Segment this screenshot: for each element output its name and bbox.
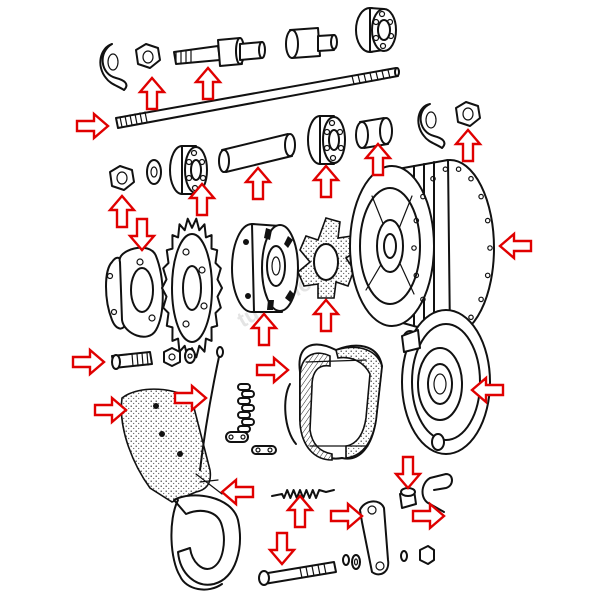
spoke-hole xyxy=(430,175,436,182)
brake-cable-rod xyxy=(199,346,224,471)
arrow-brake-plate xyxy=(470,375,505,405)
arrow-bearing-left xyxy=(187,182,217,217)
small-washer xyxy=(184,348,196,364)
arrow-brake-shoes xyxy=(255,355,290,385)
arrow-nut-left xyxy=(107,194,137,229)
spoke-hole xyxy=(413,217,420,224)
c-washer-top-left xyxy=(99,43,128,91)
arrow-cam-lever xyxy=(329,501,364,531)
chain-link xyxy=(237,397,251,405)
sprocket-carrier-plate xyxy=(105,246,164,338)
small-washers-bottom xyxy=(342,545,435,570)
spoke-hole xyxy=(420,296,426,303)
c-washer-right xyxy=(417,103,446,149)
sprocket-nut xyxy=(163,347,181,367)
arrow-cush-rubber xyxy=(311,298,341,333)
chain-guard xyxy=(120,388,241,591)
bearing-top-right xyxy=(355,7,397,53)
spoke-hole xyxy=(455,166,462,173)
spoke-hole xyxy=(420,193,426,200)
arrow-spacer-nut xyxy=(137,76,167,111)
arrow-sprocket xyxy=(127,217,157,252)
hex-nut-right xyxy=(455,101,481,127)
arrow-spacer-tube xyxy=(243,166,273,201)
spacer-top xyxy=(285,27,338,59)
arrow-long-axle xyxy=(75,111,110,141)
axle-bolt-top xyxy=(173,37,266,67)
arrow-brake-rod xyxy=(267,531,297,566)
callout-arrows xyxy=(71,66,533,566)
arrow-pin-clip xyxy=(411,501,446,531)
spoke-hole xyxy=(484,217,491,224)
spring-clip-pin xyxy=(421,473,453,513)
arrow-sprocket-bolt xyxy=(71,347,106,377)
arrow-cam-nut xyxy=(393,455,423,490)
spoke-hole xyxy=(413,272,420,279)
short-spacer xyxy=(355,117,393,149)
arrow-coupling xyxy=(249,312,279,347)
chain-master-link xyxy=(225,431,277,455)
chain-links xyxy=(237,383,255,433)
chain-link xyxy=(241,418,255,426)
chain-link xyxy=(237,383,251,391)
brake-backing-plate xyxy=(401,309,491,455)
arrow-spacer-washer xyxy=(363,142,393,177)
hub-shell xyxy=(349,159,495,337)
spoke-hole xyxy=(478,296,484,303)
spacer-tube xyxy=(218,133,296,173)
bearing-middle xyxy=(307,115,346,165)
arrow-chain-guard xyxy=(93,395,128,425)
drive-coupling xyxy=(231,223,299,313)
spoke-hole xyxy=(411,245,417,251)
hex-nut-left xyxy=(109,165,135,191)
brake-cam-lever xyxy=(359,500,390,576)
brake-shoes xyxy=(284,343,383,461)
hex-nut-top xyxy=(135,43,161,69)
chain-link xyxy=(241,404,255,412)
spoke-hole xyxy=(468,314,474,321)
chain-link xyxy=(237,411,251,419)
spoke-hole xyxy=(478,193,484,200)
sprocket-bolt xyxy=(111,351,153,370)
cam-bolt xyxy=(399,487,417,509)
brake-rod xyxy=(258,561,337,586)
washer-left xyxy=(146,159,162,185)
spoke-hole xyxy=(484,272,491,279)
arrow-chain xyxy=(173,383,208,413)
brake-return-spring xyxy=(271,489,335,499)
spoke-hole xyxy=(442,166,449,173)
spoke-hole xyxy=(468,175,474,182)
sprocket xyxy=(161,217,223,359)
arrow-hub-shell xyxy=(498,231,533,261)
arrow-axle-bolt xyxy=(193,66,223,101)
arrow-bearing-mid xyxy=(311,164,341,199)
spoke-hole xyxy=(487,245,493,251)
chain-link xyxy=(241,390,255,398)
arrow-nut-right xyxy=(453,128,483,163)
arrow-brake-spring xyxy=(285,494,315,529)
arrow-chain-clip xyxy=(220,477,255,507)
cush-rubber xyxy=(297,217,359,299)
long-threaded-axle xyxy=(115,67,400,129)
